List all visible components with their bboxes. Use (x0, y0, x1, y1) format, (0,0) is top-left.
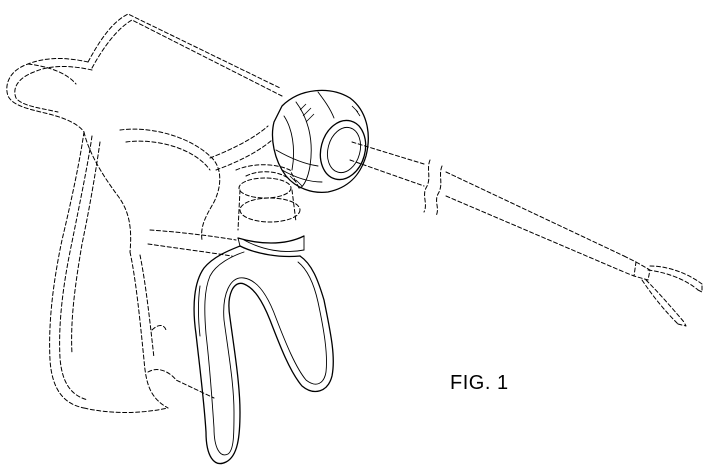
shaft (349, 141, 651, 281)
neck-collar (235, 164, 301, 231)
handle-body-outline (6, 13, 283, 413)
figure-label: FIG. 1 (450, 372, 509, 394)
end-effector-jaws (641, 265, 703, 327)
trigger (193, 235, 334, 465)
rotation-knob (271, 89, 369, 194)
